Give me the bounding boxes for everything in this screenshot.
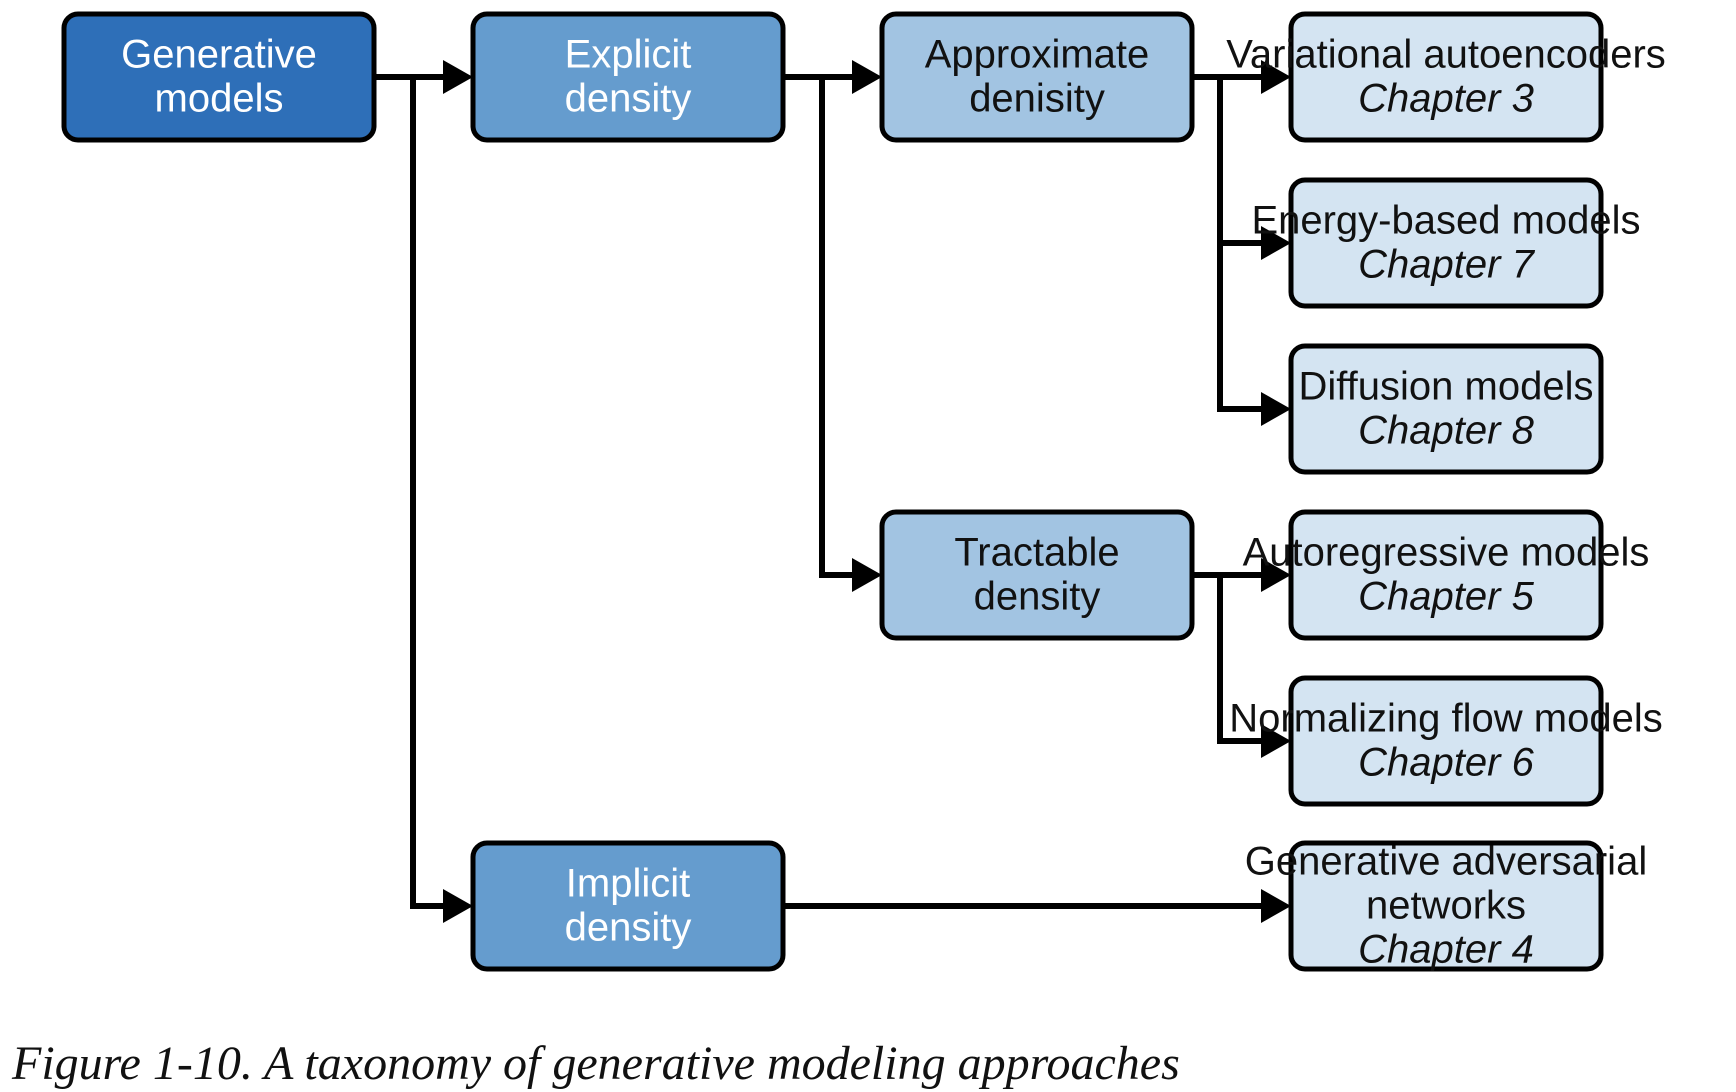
node-label: density <box>565 905 692 949</box>
arrowhead-icon <box>1261 392 1291 426</box>
node-label: models <box>155 76 284 120</box>
node-box <box>879 509 1195 641</box>
node-label: denisity <box>969 76 1105 120</box>
arrowhead-icon <box>1261 60 1291 94</box>
arrowhead-icon <box>852 60 882 94</box>
node-box <box>1288 840 1604 972</box>
arrowhead-icon <box>443 889 473 923</box>
node-label: Variational autoencoders <box>1226 32 1666 76</box>
node-label: Tractable <box>954 530 1119 574</box>
arrowhead-icon <box>1261 724 1291 758</box>
chapter-label: Chapter 6 <box>1358 740 1534 784</box>
node-box <box>1288 509 1604 641</box>
arrowhead-icon <box>1261 889 1291 923</box>
node-box <box>1288 343 1604 475</box>
node-box <box>879 11 1195 143</box>
chapter-label: Chapter 3 <box>1358 76 1534 120</box>
edge-explicit-density-to-tractable-density <box>783 74 882 592</box>
node-label: Autoregressive models <box>1243 530 1650 574</box>
node-box <box>470 11 786 143</box>
edge-line <box>374 74 445 909</box>
node-label: Explicit <box>565 32 692 76</box>
node-box <box>470 840 786 972</box>
chapter-label: Chapter 5 <box>1358 574 1534 618</box>
edge-implicit-density-to-generative-adversarial-networks <box>783 889 1291 923</box>
nodes-layer: GenerativemodelsExplicitdensityImplicitd… <box>61 11 1666 972</box>
node-label: density <box>974 574 1101 618</box>
chapter-label: Chapter 4 <box>1358 927 1534 971</box>
edges-layer <box>374 60 1291 923</box>
node-box <box>61 11 377 143</box>
node-label: Generative adversarial <box>1245 839 1647 883</box>
arrowhead-icon <box>852 558 882 592</box>
node-box <box>1288 177 1604 309</box>
node-label: Approximate <box>925 32 1150 76</box>
arrowhead-icon <box>1261 558 1291 592</box>
edge-line <box>783 74 854 578</box>
edge-generative-models-to-implicit-density <box>374 74 473 923</box>
node-label: Implicit <box>566 861 690 905</box>
node-label: Diffusion models <box>1299 364 1594 408</box>
node-box <box>1288 675 1604 807</box>
figure-caption: Figure 1-10. A taxonomy of generative mo… <box>12 1037 1180 1090</box>
edge-approximate-density-to-diffusion-models <box>1192 74 1291 426</box>
node-label: networks <box>1366 883 1526 927</box>
arrowhead-icon <box>443 60 473 94</box>
edge-line <box>1192 74 1263 412</box>
node-label: Normalizing flow models <box>1229 696 1662 740</box>
node-label: Generative <box>121 32 317 76</box>
edge-tractable-density-to-normalizing-flow-models <box>1192 572 1291 758</box>
chapter-label: Chapter 8 <box>1358 408 1534 452</box>
arrowhead-icon <box>1261 226 1291 260</box>
chapter-label: Chapter 7 <box>1358 242 1535 286</box>
node-label: density <box>565 76 692 120</box>
node-box <box>1288 11 1604 143</box>
edge-line <box>1192 572 1263 744</box>
node-label: Energy-based models <box>1251 198 1640 242</box>
